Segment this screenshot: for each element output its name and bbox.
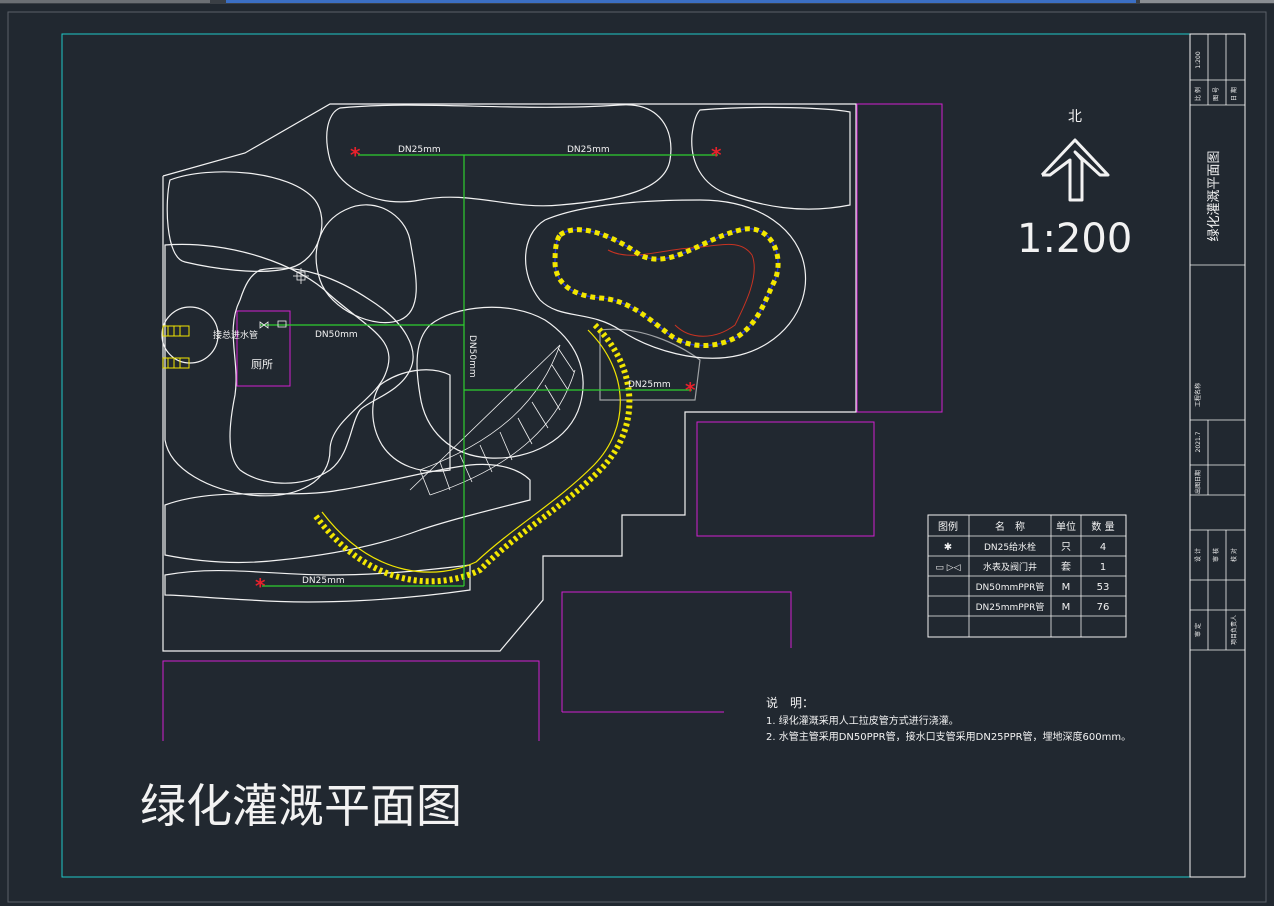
- legend-unit: 只: [1061, 542, 1071, 553]
- legend-symbol: ✱: [944, 542, 952, 553]
- tb-text: 图 号: [1213, 87, 1220, 101]
- pipe-label-mid: DN25mm: [628, 380, 671, 390]
- mains-inlet-label: 接总进水管: [213, 329, 258, 341]
- crosshair-cursor-icon: [293, 268, 309, 284]
- tb-text: 出图日期: [1194, 470, 1202, 494]
- north-label: 北: [1068, 109, 1082, 125]
- legend-header: 单位: [1056, 520, 1076, 533]
- legend-qty: 53: [1097, 582, 1110, 593]
- legend-header: 图例: [938, 520, 958, 533]
- north-arrow: 北: [1040, 109, 1110, 202]
- toilet-label: 厕所: [251, 358, 273, 371]
- tb-text: 比 例: [1194, 87, 1202, 101]
- pipe-label-bottom: DN25mm: [302, 576, 345, 586]
- hydrant-icon[interactable]: *: [350, 143, 361, 167]
- legend-header: 数 量: [1091, 520, 1114, 533]
- irrigation-pipes: [260, 154, 718, 587]
- valve-meter-icon: [259, 320, 287, 329]
- pond: [552, 226, 781, 348]
- note-item: 1. 绿化灌溉采用人工拉皮管方式进行浇灌。: [766, 714, 959, 727]
- legend-unit: M: [1062, 602, 1071, 613]
- tb-text: 工程名称: [1194, 383, 1202, 407]
- notes-heading: 说 明：: [766, 695, 814, 710]
- app-title-bar: [0, 0, 1274, 4]
- legend-symbol: ▭ ▷◁: [935, 563, 960, 573]
- pipe-label-main-v: DN50mm: [467, 335, 477, 378]
- tb-text: 日 期: [1230, 87, 1238, 101]
- pipe-label-top-left: DN25mm: [398, 145, 441, 155]
- tb-text: 2021.7: [1195, 431, 1202, 452]
- legend-unit: 套: [1061, 560, 1071, 573]
- legend-name: DN25给水栓: [984, 541, 1036, 553]
- north-arrow-icon: [1040, 138, 1110, 202]
- window-controls[interactable]: [1140, 0, 1274, 3]
- legend-header: 名 称: [995, 520, 1025, 533]
- tb-text: 项目负责人: [1230, 615, 1238, 645]
- pipe-label-top-right: DN25mm: [567, 145, 610, 155]
- tb-text: 审 核: [1212, 548, 1220, 562]
- hydrant-icon[interactable]: *: [711, 143, 722, 167]
- building-outlines: [162, 103, 943, 741]
- note-item: 2. 水管主管采用DN50PPR管，接水口支管采用DN25PPR管，埋地深度60…: [766, 730, 1131, 743]
- legend-qty: 1: [1100, 562, 1106, 573]
- legend-table: 图例 名 称 单位 数 量 ✱ DN25给水栓 只 4 ▭ ▷◁ 水表及阀门井 …: [927, 514, 1127, 638]
- yellow-arc-steps: [312, 322, 633, 585]
- tb-text: 设 计: [1194, 548, 1202, 562]
- tb-text: 审 定: [1194, 623, 1202, 637]
- legend-name: 水表及阀门井: [983, 561, 1037, 573]
- hydrant-icon[interactable]: *: [255, 574, 266, 598]
- site-boundary: [161, 103, 857, 652]
- title-block-drawing-name: 绿化灌溉平面图: [1207, 150, 1222, 241]
- scale-label: 1:200: [1017, 216, 1132, 262]
- tb-text: 校 对: [1230, 548, 1238, 562]
- legend-qty: 4: [1100, 542, 1106, 553]
- pipe-label-main-h: DN50mm: [315, 330, 358, 340]
- legend-unit: M: [1062, 582, 1071, 593]
- legend-name: DN25mmPPR管: [976, 601, 1045, 613]
- legend-name: DN50mmPPR管: [976, 581, 1045, 593]
- hydrant-icon[interactable]: *: [685, 378, 696, 402]
- left-step-bricks: [162, 325, 190, 369]
- legend-qty: 76: [1097, 602, 1110, 613]
- tb-text: 1:200: [1195, 51, 1202, 68]
- active-tab-indicator[interactable]: [226, 0, 1136, 3]
- drawing-title: 绿化灌溉平面图: [140, 779, 462, 833]
- menu-strip: [0, 0, 210, 3]
- fan-stairs: [409, 344, 576, 496]
- title-block: 绿化灌溉平面图 1:200 比 例 图 号 日 期 工程名称 设 计 审 核 校…: [1189, 33, 1246, 878]
- notes: 说 明： 1. 绿化灌溉采用人工拉皮管方式进行浇灌。 2. 水管主管采用DN50…: [766, 695, 1131, 743]
- hydrant-markers: * * * *: [255, 143, 722, 598]
- viewport-border: [7, 11, 1267, 903]
